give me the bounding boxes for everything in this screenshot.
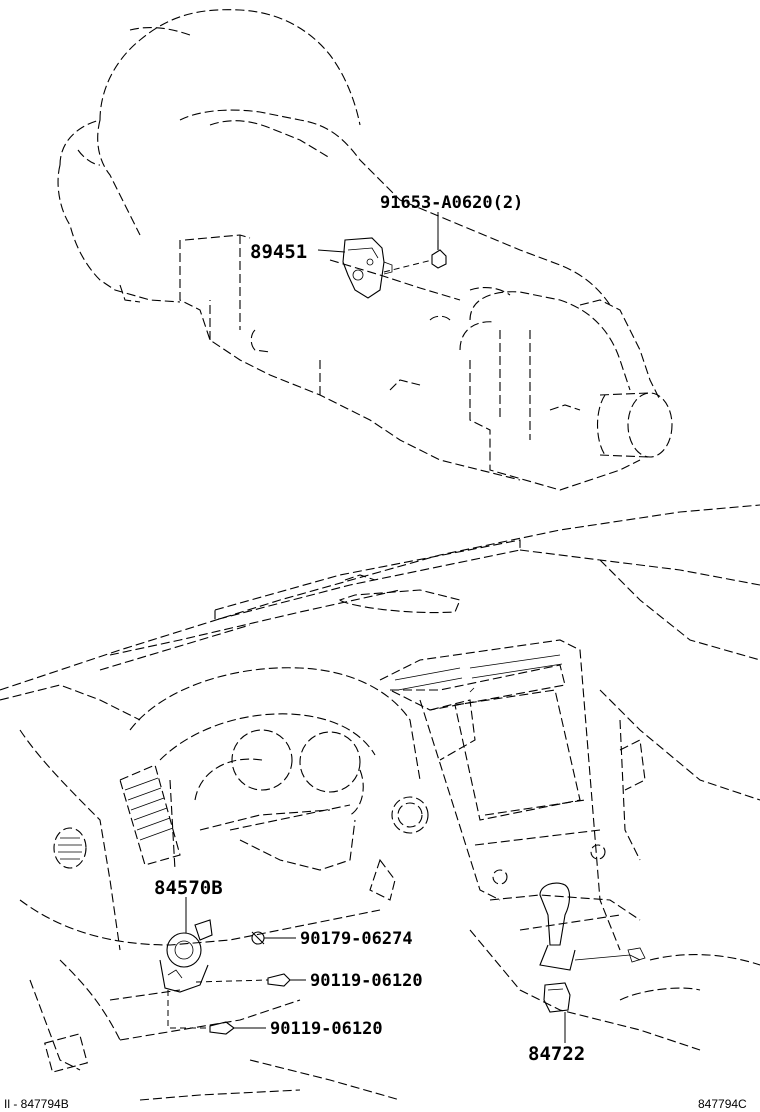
shift-switch-part [543, 982, 571, 1013]
switch-assembly-part [159, 919, 213, 993]
dashboard-illustration [0, 504, 760, 1101]
callout-screw-1: 90179-06274 [300, 929, 413, 949]
bolt-part [431, 240, 447, 269]
transmission-illustration [57, 9, 673, 491]
callout-neutral-switch: 89451 [250, 241, 307, 263]
neutral-switch-part [342, 237, 393, 299]
leader-lines [167, 212, 566, 1043]
callout-bolt: 91653-A0620(2) [380, 193, 523, 213]
reference-left: Il - 847794B [4, 1097, 69, 1111]
callout-screw-2: 90119-06120 [310, 971, 423, 991]
callout-screw-3: 90119-06120 [270, 1019, 383, 1039]
callout-switch-assembly: 84570B [154, 877, 223, 899]
reference-right: 847794C [698, 1097, 747, 1111]
callout-shift-switch: 84722 [528, 1043, 585, 1065]
shift-lever-part [539, 882, 646, 971]
